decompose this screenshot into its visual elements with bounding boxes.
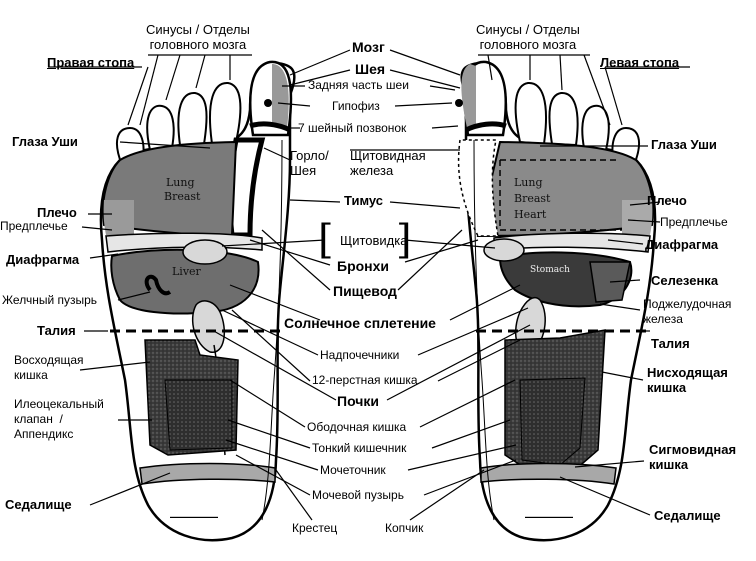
right-liver	[110, 248, 260, 315]
label-pancreas: Поджелудочная железа	[643, 297, 732, 326]
organ-heart: Heart	[514, 208, 547, 221]
left-foot: ▬▬▬▬▬▬▬▬▬▬▬▬	[455, 60, 657, 542]
label-diaphragm-left: Диафрагма	[645, 237, 719, 252]
label-waist-left: Талия	[651, 336, 690, 351]
left-thyroid-blob	[483, 238, 525, 262]
label-sinuses-right: Синусы / Отделы головного мозга	[146, 22, 250, 52]
left-neck-ring	[464, 121, 507, 133]
label-descending-colon: Нисходящая кишка	[647, 365, 728, 395]
label-back-neck: Задняя часть шеи	[308, 78, 409, 92]
label-throat: Горло/ Шея	[290, 148, 329, 178]
label-esophagus: Пищевод	[333, 283, 397, 299]
label-spleen: Селезенка	[651, 273, 719, 288]
right-toe-3	[177, 91, 208, 147]
label-colon: Ободочная кишка	[307, 420, 407, 434]
label-bronchi: Бронхи	[337, 258, 390, 274]
right-pituitary-dot	[264, 99, 272, 107]
label-small-intestine: Тонкий кишечник	[312, 441, 407, 455]
right-heel-band	[139, 462, 276, 485]
organ-breast-left: Breast	[514, 192, 551, 205]
label-ileocecal: Илеоцекальный клапан / Аппендикс	[14, 397, 104, 441]
label-ascending-colon: Восходящая кишка	[14, 353, 84, 382]
bracket-right: ]	[396, 217, 412, 263]
right-thyroid-blob	[182, 239, 228, 265]
left-toe-3	[548, 91, 579, 147]
bracket-left: [	[318, 217, 334, 263]
left-shoulder-grey	[622, 200, 653, 236]
label-forearm-left: Предплечье	[660, 215, 728, 229]
organ-lung-right: Lung	[166, 176, 195, 189]
label-c7: 7 шейный позвонок	[298, 121, 407, 135]
label-sacrum: Крестец	[292, 521, 338, 535]
right-gallbladder	[144, 274, 172, 296]
label-brain: Мозг	[352, 39, 385, 55]
left-intestine-inner	[519, 377, 586, 466]
label-bladder: Мочевой пузырь	[312, 488, 404, 502]
left-toe-4	[581, 104, 610, 152]
label-coccyx: Копчик	[385, 521, 424, 535]
organ-breast-right: Breast	[164, 190, 201, 203]
label-thymus: Тимус	[344, 193, 384, 208]
label-left-foot: Левая стопа	[600, 55, 680, 70]
label-pituitary: Гипофиз	[332, 99, 380, 113]
label-thyroid-gland: Щитовидная железа	[350, 148, 426, 178]
label-neck: Шея	[355, 61, 386, 77]
label-eyes-ears-right: Глаза Уши	[12, 134, 78, 149]
right-neck-ring	[249, 121, 292, 133]
right-big-toe-grey	[272, 64, 289, 128]
label-sinuses-left: Синусы / Отделы головного мозга	[476, 22, 580, 52]
label-buttock-left: Седалище	[654, 508, 721, 523]
right-foot: ▬▬▬▬▬▬▬▬▬▬▬▬	[99, 60, 296, 542]
organ-liver: Liver	[172, 265, 202, 278]
left-throat-channel	[457, 139, 499, 237]
label-sigmoid: Сигмовидная кишка	[649, 442, 737, 472]
label-waist-right: Талия	[37, 323, 76, 338]
left-spine-line	[473, 139, 495, 521]
label-duodenum: 12-перстная кишка	[312, 373, 418, 387]
left-big-toe-grey	[461, 64, 476, 128]
label-gallbladder: Желчный пузырь	[2, 293, 98, 307]
label-forearm-right: Предплечье	[0, 219, 68, 233]
left-heel-stamp: ▬▬▬▬▬▬▬▬▬▬▬▬	[525, 514, 573, 519]
right-shoulder-grey	[103, 200, 134, 236]
right-toe-2	[208, 81, 242, 146]
label-thyroid: Щитовидка	[340, 233, 408, 248]
label-eyes-ears-left: Глаза Уши	[651, 137, 717, 152]
label-shoulder-right: Плечо	[37, 205, 77, 220]
right-toe-4	[146, 104, 175, 152]
left-toe-2	[514, 81, 548, 146]
left-heel-band	[480, 462, 617, 485]
left-heart-dashed	[499, 159, 630, 231]
label-kidneys: Почки	[337, 393, 380, 409]
label-solar-plexus: Солнечное сплетение	[284, 315, 436, 331]
leader-lines	[48, 49, 690, 521]
label-diaphragm-right: Диафрагма	[6, 252, 80, 267]
organ-stomach: Stomach	[530, 265, 570, 275]
label-adrenals: Надпочечники	[320, 348, 400, 362]
label-right-foot: Правая стопа	[47, 55, 135, 70]
organ-lung-left: Lung	[514, 176, 543, 189]
left-pituitary-dot	[455, 99, 463, 107]
left-diaphragm-band	[493, 232, 651, 253]
label-shoulder-left: Плечо	[647, 193, 687, 208]
label-ureter: Мочеточник	[320, 463, 386, 477]
right-heel-stamp: ▬▬▬▬▬▬▬▬▬▬▬▬	[170, 514, 218, 519]
right-intestine-block-2	[164, 379, 233, 451]
label-buttock-right: Седалище	[5, 497, 72, 512]
